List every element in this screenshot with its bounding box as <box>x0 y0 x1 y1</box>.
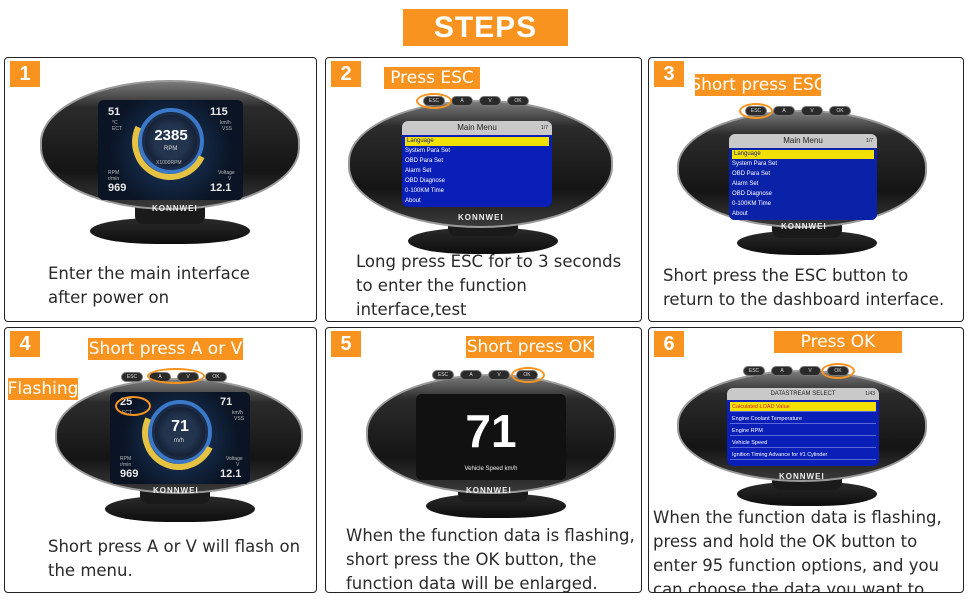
step-number: 5 <box>331 331 361 357</box>
speed-value: 71 <box>171 418 189 435</box>
step-panel-2: 2 Press ESC ESC A V OK Main Menu 1/7 Lan… <box>325 57 642 322</box>
up-button[interactable]: A <box>773 106 795 116</box>
brand-logo: KONNWEI <box>779 472 825 481</box>
steps-title: STEPS <box>403 9 568 46</box>
step-number: 4 <box>10 331 40 357</box>
brand-logo: KONNWEI <box>153 486 199 495</box>
down-button[interactable]: V <box>488 370 510 380</box>
step-number: 2 <box>331 61 361 87</box>
callout-label: Short press ESC <box>690 74 826 96</box>
step-number: 1 <box>10 61 40 87</box>
datastream-item[interactable]: Engine RPM <box>730 426 876 436</box>
speed-value: 115 <box>210 106 228 118</box>
brand-logo: KONNWEI <box>466 486 512 495</box>
step-description: Enter the main interface after power on <box>48 264 250 307</box>
up-button[interactable]: A <box>771 366 793 376</box>
enlarged-screen: 71 Vehicle Speed km/h <box>416 394 566 480</box>
ok-button[interactable]: OK <box>829 106 851 116</box>
esc-button[interactable]: ESC <box>121 372 143 382</box>
ect-value: 51 <box>108 106 121 118</box>
menu-item[interactable]: 0-100KM Time <box>405 188 445 194</box>
callout-label: Short press OK <box>466 336 594 358</box>
up-button[interactable]: A <box>460 370 482 380</box>
menu-item[interactable]: About <box>732 211 748 217</box>
menu-screen: Main Menu 1/7 Language System Para Set O… <box>729 134 877 220</box>
menu-item[interactable]: Language <box>732 150 874 159</box>
menu-item[interactable]: Alarm Set <box>732 181 759 187</box>
down-button[interactable]: V <box>801 106 823 116</box>
step-number: 3 <box>654 61 684 87</box>
callout-label: Press OK <box>774 331 902 353</box>
dashboard-screen: 2385 RPM X1000RPM 51 °C ECT 115 km/h VSS… <box>98 100 243 200</box>
obd-device: 2385 RPM X1000RPM 51 °C ECT 115 km/h VSS… <box>40 80 300 250</box>
ok-button[interactable]: OK <box>205 372 227 382</box>
obd-device: ESC A V OK Main Menu 1/7 Language System… <box>677 103 927 256</box>
menu-item[interactable]: Language <box>405 137 549 146</box>
step-panel-5: 5 Short press OK ESC A V OK 71 Vehicle S… <box>325 327 642 593</box>
datastream-item[interactable]: Vehicle Speed <box>730 438 876 448</box>
datastream-item[interactable]: Ignition Timing Advance for #1 Cylinder <box>730 450 876 460</box>
menu-screen: Main Menu 1/7 Language System Para Set O… <box>402 121 552 207</box>
step-panel-4: 4 Short press A or V Flashing ESC A V OK… <box>4 327 317 593</box>
datastream-screen: DATASTREAM SELECT 1/43 Calculated LOAD V… <box>727 388 879 466</box>
obd-device: ESC A V OK DATASTREAM SELECT 1/43 Calcul… <box>677 363 927 509</box>
brand-logo: KONNWEI <box>152 204 198 213</box>
step-description: Short press A or V will flash on the men… <box>48 537 301 580</box>
enlarged-value: 71 <box>465 405 517 457</box>
down-button[interactable]: V <box>479 96 501 106</box>
obd-device: ESC A V OK Main Menu 1/7 Language System… <box>348 93 613 256</box>
menu-item[interactable]: OBD Para Set <box>732 171 771 177</box>
datastream-item[interactable]: Engine Coolant Temperature <box>730 414 876 424</box>
obd-device: ESC A V OK 71 Vehicle Speed km/h KONNWEI <box>366 367 616 520</box>
menu-item[interactable]: OBD Para Set <box>405 158 444 164</box>
step-panel-1: 1 2385 RPM X1000RPM 51 °C ECT 115 km/h V… <box>4 57 317 322</box>
menu-item[interactable]: System Para Set <box>732 161 778 167</box>
menu-item[interactable]: System Para Set <box>405 148 451 154</box>
ok-button[interactable]: OK <box>507 96 529 106</box>
down-button[interactable]: V <box>799 366 821 376</box>
step-description: When the function data is flashing, shor… <box>346 526 635 593</box>
callout-label: Press ESC <box>384 67 480 89</box>
brand-logo: KONNWEI <box>781 222 827 231</box>
esc-button[interactable]: ESC <box>432 370 454 380</box>
callout-label: Short press A or V <box>88 338 243 360</box>
step-number: 6 <box>654 331 684 357</box>
rpm-value: 2385 <box>154 127 188 144</box>
flashing-highlight <box>115 396 151 416</box>
step-panel-6: 6 Press OK ESC A V OK DATASTREAM SELECT … <box>648 327 964 593</box>
menu-item[interactable]: Alarm Set <box>405 168 432 174</box>
obd-device: ESC A V OK 71 m/h 25 ECT 71 km/h VSS RPM… <box>55 368 305 522</box>
datastream-item[interactable]: Calculated LOAD Value <box>730 402 876 412</box>
esc-button[interactable]: ESC <box>743 366 765 376</box>
step-description: Long press ESC for to 3 seconds to enter… <box>356 252 622 319</box>
step-description: Short press the ESC button to return to … <box>663 266 945 309</box>
menu-item[interactable]: 0-100KM Time <box>732 201 772 207</box>
flashing-label: Flashing <box>7 378 79 400</box>
step-description: When the function data is flashing, pres… <box>653 508 942 593</box>
up-button[interactable]: A <box>451 96 473 106</box>
menu-item[interactable]: OBD Diagnose <box>405 178 446 184</box>
brand-logo: KONNWEI <box>458 213 504 222</box>
menu-item[interactable]: About <box>405 198 421 204</box>
step-panel-3: 3 Short press ESC ESC A V OK Main Menu 1… <box>648 57 964 322</box>
menu-item[interactable]: OBD Diagnose <box>732 191 773 197</box>
